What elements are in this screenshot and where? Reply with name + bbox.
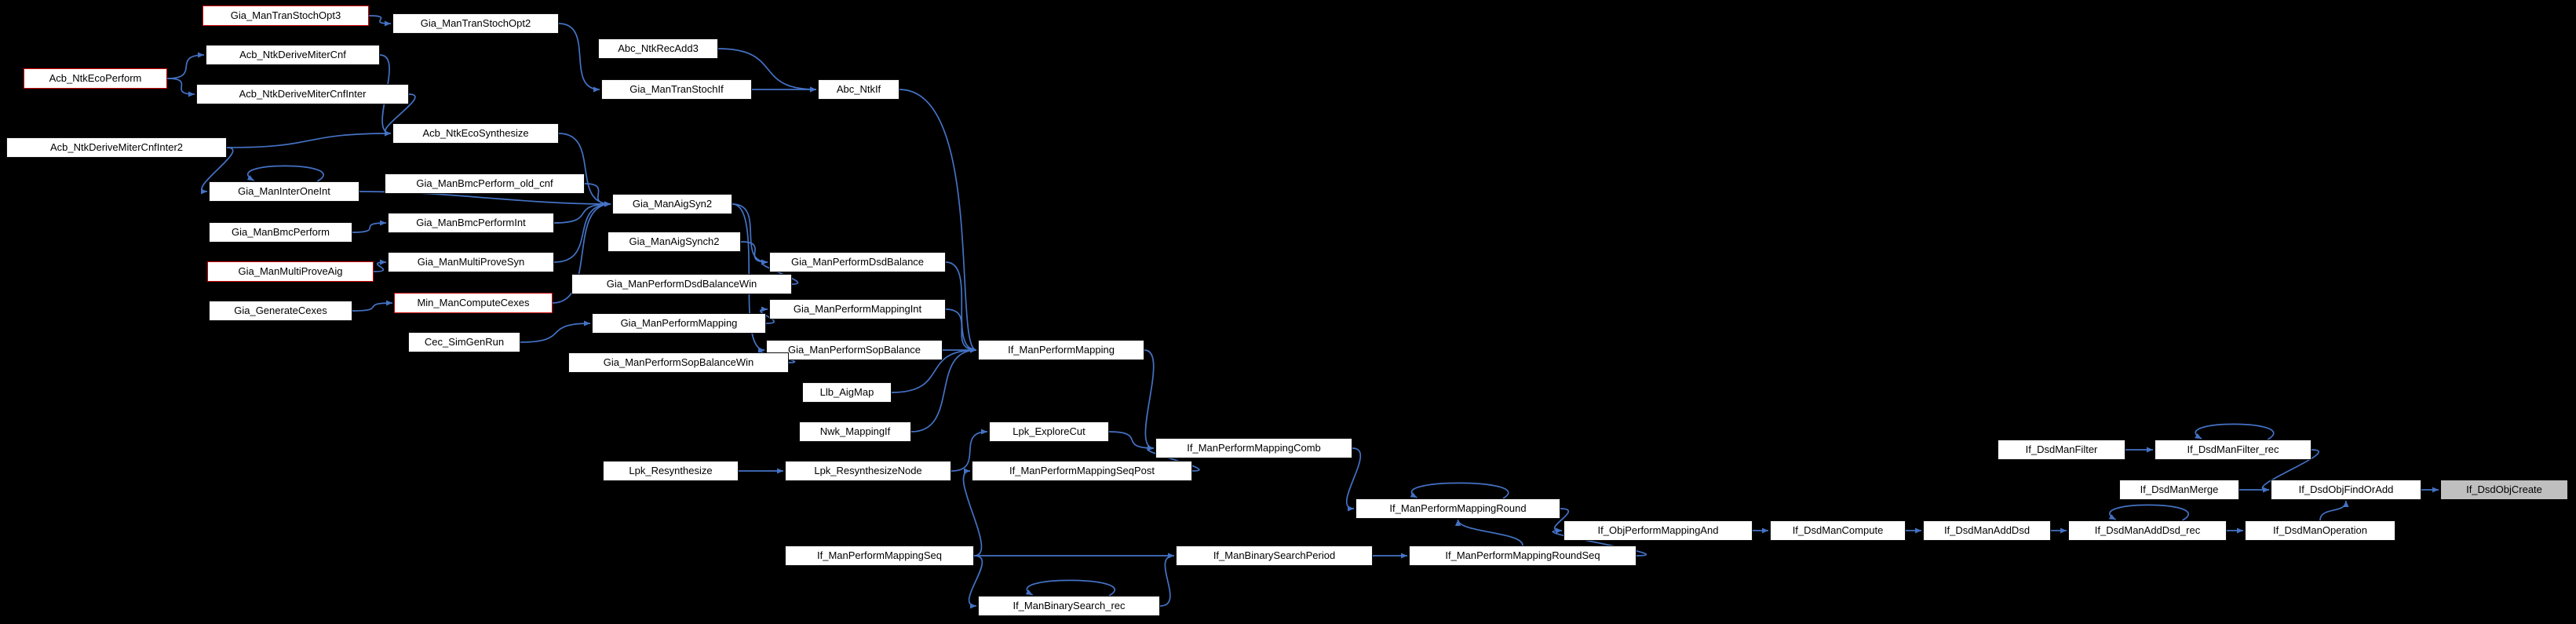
node-sopbal[interactable]: Gia_ManPerformSopBalance — [766, 340, 943, 360]
node-dsdbalwin[interactable]: Gia_ManPerformDsdBalanceWin — [571, 274, 792, 294]
node-period[interactable]: If_ManBinarySearchPeriod — [1176, 546, 1373, 566]
node-llb[interactable]: Llb_AigMap — [802, 382, 892, 403]
node-ecoP[interactable]: Acb_NtkEcoPerform — [24, 68, 167, 89]
edge-aigsyn2-dsdbal — [732, 203, 768, 265]
edge-gmap-mapint — [760, 306, 775, 324]
edge-gencex-mincex — [352, 300, 393, 312]
node-gmap[interactable]: Gia_ManPerformMapping — [592, 313, 766, 334]
edge-mprovesyn-aigsyn2 — [553, 201, 611, 263]
edge-aigsynch2-dsdbal — [740, 241, 768, 265]
edge-ecoP-dmci — [166, 78, 195, 97]
node-compute[interactable]: If_DsdManCompute — [1770, 520, 1906, 541]
node-merge[interactable]: If_DsdManMerge — [2119, 480, 2239, 500]
edge-mproveaig-mprovesyn — [373, 259, 387, 272]
edge-seq-searchrec — [968, 555, 983, 609]
edge-ntkif-ifmap — [899, 89, 977, 353]
node-lpkcut[interactable]: Lpk_ExploreCut — [989, 421, 1109, 442]
edge-interone-interone — [246, 165, 324, 182]
node-mincex[interactable]: Min_ManComputeCexes — [394, 293, 553, 313]
edge-ecoP-dmc — [166, 52, 205, 79]
edge-mincex-aigsyn2 — [552, 201, 611, 304]
node-lpkresnode[interactable]: Lpk_ResynthesizeNode — [785, 461, 951, 481]
edge-tso2-tsif — [558, 23, 600, 93]
edge-roundseq-mapand — [1552, 527, 1647, 556]
node-dmci2[interactable]: Acb_NtkDeriveMiterCnfInter2 — [6, 137, 227, 158]
node-bmcperf[interactable]: Gia_ManBmcPerform — [209, 222, 352, 243]
node-sopbalwin[interactable]: Gia_ManPerformSopBalanceWin — [568, 352, 789, 373]
node-dmc[interactable]: Acb_NtkDeriveMiterCnf — [206, 45, 380, 65]
edge-seqpost-comb — [1147, 445, 1200, 472]
node-ntkif[interactable]: Abc_NtkIf — [818, 79, 899, 100]
edge-llb-ifmap — [891, 347, 977, 393]
node-adddsd[interactable]: If_DsdManAddDsd — [1923, 520, 2051, 541]
edge-bmcint-aigsyn2 — [553, 201, 611, 224]
node-objcreate: If_DsdObjCreate — [2440, 480, 2568, 500]
edge-dsdbal-ifmap — [945, 261, 977, 353]
edge-searchrec-searchrec — [1025, 579, 1116, 597]
edge-tso3-tso2 — [368, 15, 392, 27]
edge-simgen-gmap — [520, 320, 591, 343]
edge-mapint-ifmap — [945, 308, 977, 353]
node-ifmap[interactable]: If_ManPerformMapping — [978, 340, 1144, 360]
edge-adddsdrec-adddsdrec — [2108, 504, 2189, 521]
node-mproveaig[interactable]: Gia_ManMultiProveAig — [207, 261, 374, 282]
node-tso3[interactable]: Gia_ManTranStochOpt3 — [203, 5, 369, 26]
edge-seq-seqpost — [962, 468, 983, 556]
node-roundseq[interactable]: If_ManPerformMappingRoundSeq — [1409, 546, 1636, 566]
edge-filterrec-findoradd — [2261, 449, 2319, 493]
edge-nwk-ifmap — [910, 347, 977, 432]
node-findoradd[interactable]: If_DsdObjFindOrAdd — [2271, 480, 2421, 500]
node-gencex[interactable]: Gia_GenerateCexes — [209, 301, 352, 321]
node-ecoS[interactable]: Acb_NtkEcoSynthesize — [392, 123, 559, 144]
node-recadd[interactable]: Abc_NtkRecAdd3 — [598, 38, 718, 59]
node-bmcold[interactable]: Gia_ManBmcPerform_old_cnf — [385, 173, 585, 194]
node-dsdbal[interactable]: Gia_ManPerformDsdBalance — [769, 252, 946, 272]
edge-oper-findoradd — [2319, 500, 2349, 521]
node-simgen[interactable]: Cec_SimGenRun — [408, 332, 520, 352]
node-mapint[interactable]: Gia_ManPerformMappingInt — [769, 299, 946, 319]
edge-lpkcut-comb — [1108, 431, 1155, 451]
node-mprovesyn[interactable]: Gia_ManMultiProveSyn — [388, 252, 554, 272]
node-seqpost[interactable]: If_ManPerformMappingSeqPost — [972, 461, 1192, 481]
edge-comb-round — [1345, 447, 1362, 512]
node-oper[interactable]: If_DsdManOperation — [2245, 520, 2395, 541]
edge-lpkresnode-lpkcut — [950, 429, 988, 472]
node-comb[interactable]: If_ManPerformMappingComb — [1155, 438, 1352, 458]
node-filterrec[interactable]: If_DsdManFilter_rec — [2155, 440, 2311, 460]
node-aigsynch2[interactable]: Gia_ManAigSynch2 — [608, 232, 741, 252]
edge-roundseq-round — [1454, 519, 1523, 546]
edge-ifmap-comb — [1144, 349, 1155, 451]
node-dmci[interactable]: Acb_NtkDeriveMiterCnfInter — [196, 84, 409, 104]
edge-searchrec-period — [1159, 553, 1175, 607]
node-tsif[interactable]: Gia_ManTranStochIf — [601, 79, 752, 100]
node-mapand[interactable]: If_ObjPerformMappingAnd — [1563, 520, 1753, 541]
node-filter[interactable]: If_DsdManFilter — [1998, 440, 2125, 460]
node-tso2[interactable]: Gia_ManTranStochOpt2 — [392, 13, 559, 34]
edge-filterrec-filterrec — [2195, 423, 2275, 440]
node-seq[interactable]: If_ManPerformMappingSeq — [785, 546, 974, 566]
node-round[interactable]: If_ManPerformMappingRound — [1356, 498, 1560, 519]
node-bmcint[interactable]: Gia_ManBmcPerformInt — [388, 213, 554, 233]
edge-dmci2-interone — [200, 147, 234, 195]
node-aigsyn2[interactable]: Gia_ManAigSyn2 — [612, 194, 732, 214]
edge-round-round — [1410, 482, 1509, 499]
node-lpkres[interactable]: Lpk_Resynthesize — [603, 461, 739, 481]
edge-dsdbalwin-dsdbal — [761, 259, 799, 285]
edge-bmcold-aigsyn2 — [584, 183, 611, 207]
node-interone[interactable]: Gia_ManInterOneInt — [209, 181, 359, 202]
edge-dmci2-ecoS — [226, 130, 392, 148]
node-nwk[interactable]: Nwk_MappingIf — [799, 421, 911, 442]
node-searchrec[interactable]: If_ManBinarySearch_rec — [978, 596, 1160, 616]
edge-recadd-ntkif — [717, 48, 817, 93]
edge-bmcperf-bmcint — [352, 220, 387, 233]
node-adddsdrec[interactable]: If_DsdManAddDsd_rec — [2068, 520, 2227, 541]
